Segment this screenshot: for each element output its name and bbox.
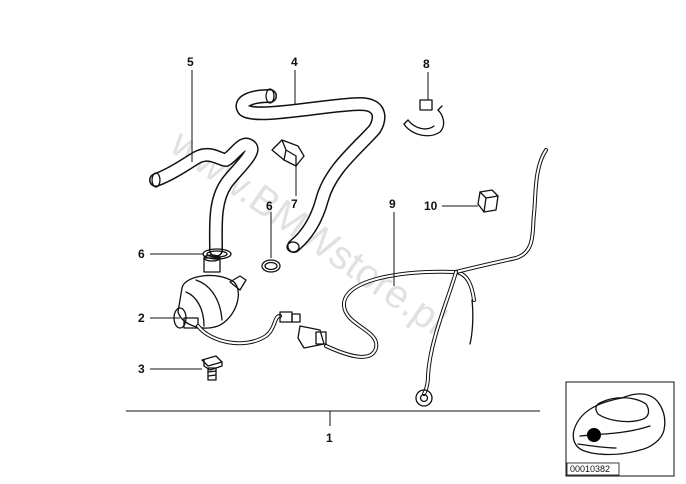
water-pump-2[interactable] xyxy=(173,254,247,329)
hose-5[interactable] xyxy=(149,137,259,257)
callout-2[interactable]: 2 xyxy=(138,311,145,325)
clip-7[interactable] xyxy=(271,139,305,167)
hose-clamp-6-center[interactable] xyxy=(261,259,281,273)
hose-4[interactable] xyxy=(235,88,386,253)
reference-code: 00010382 xyxy=(570,464,610,474)
callout-9[interactable]: 9 xyxy=(389,197,396,211)
callout-3[interactable]: 3 xyxy=(138,362,145,376)
callout-8[interactable]: 8 xyxy=(423,57,430,71)
location-marker xyxy=(587,428,601,442)
callout-7[interactable]: 7 xyxy=(291,197,298,211)
wiring-harness-9[interactable] xyxy=(196,148,548,407)
clip-8[interactable] xyxy=(403,99,445,137)
callout-4[interactable]: 4 xyxy=(291,55,298,69)
callout-10[interactable]: 10 xyxy=(424,199,438,213)
vehicle-location-thumbnail: 00010382 xyxy=(565,381,675,477)
screw-3[interactable] xyxy=(201,355,223,381)
callout-6a[interactable]: 6 xyxy=(138,247,145,261)
callout-6b[interactable]: 6 xyxy=(266,199,273,213)
callout-5[interactable]: 5 xyxy=(187,55,194,69)
callout-1[interactable]: 1 xyxy=(326,431,333,445)
grommet-10[interactable] xyxy=(477,189,499,213)
